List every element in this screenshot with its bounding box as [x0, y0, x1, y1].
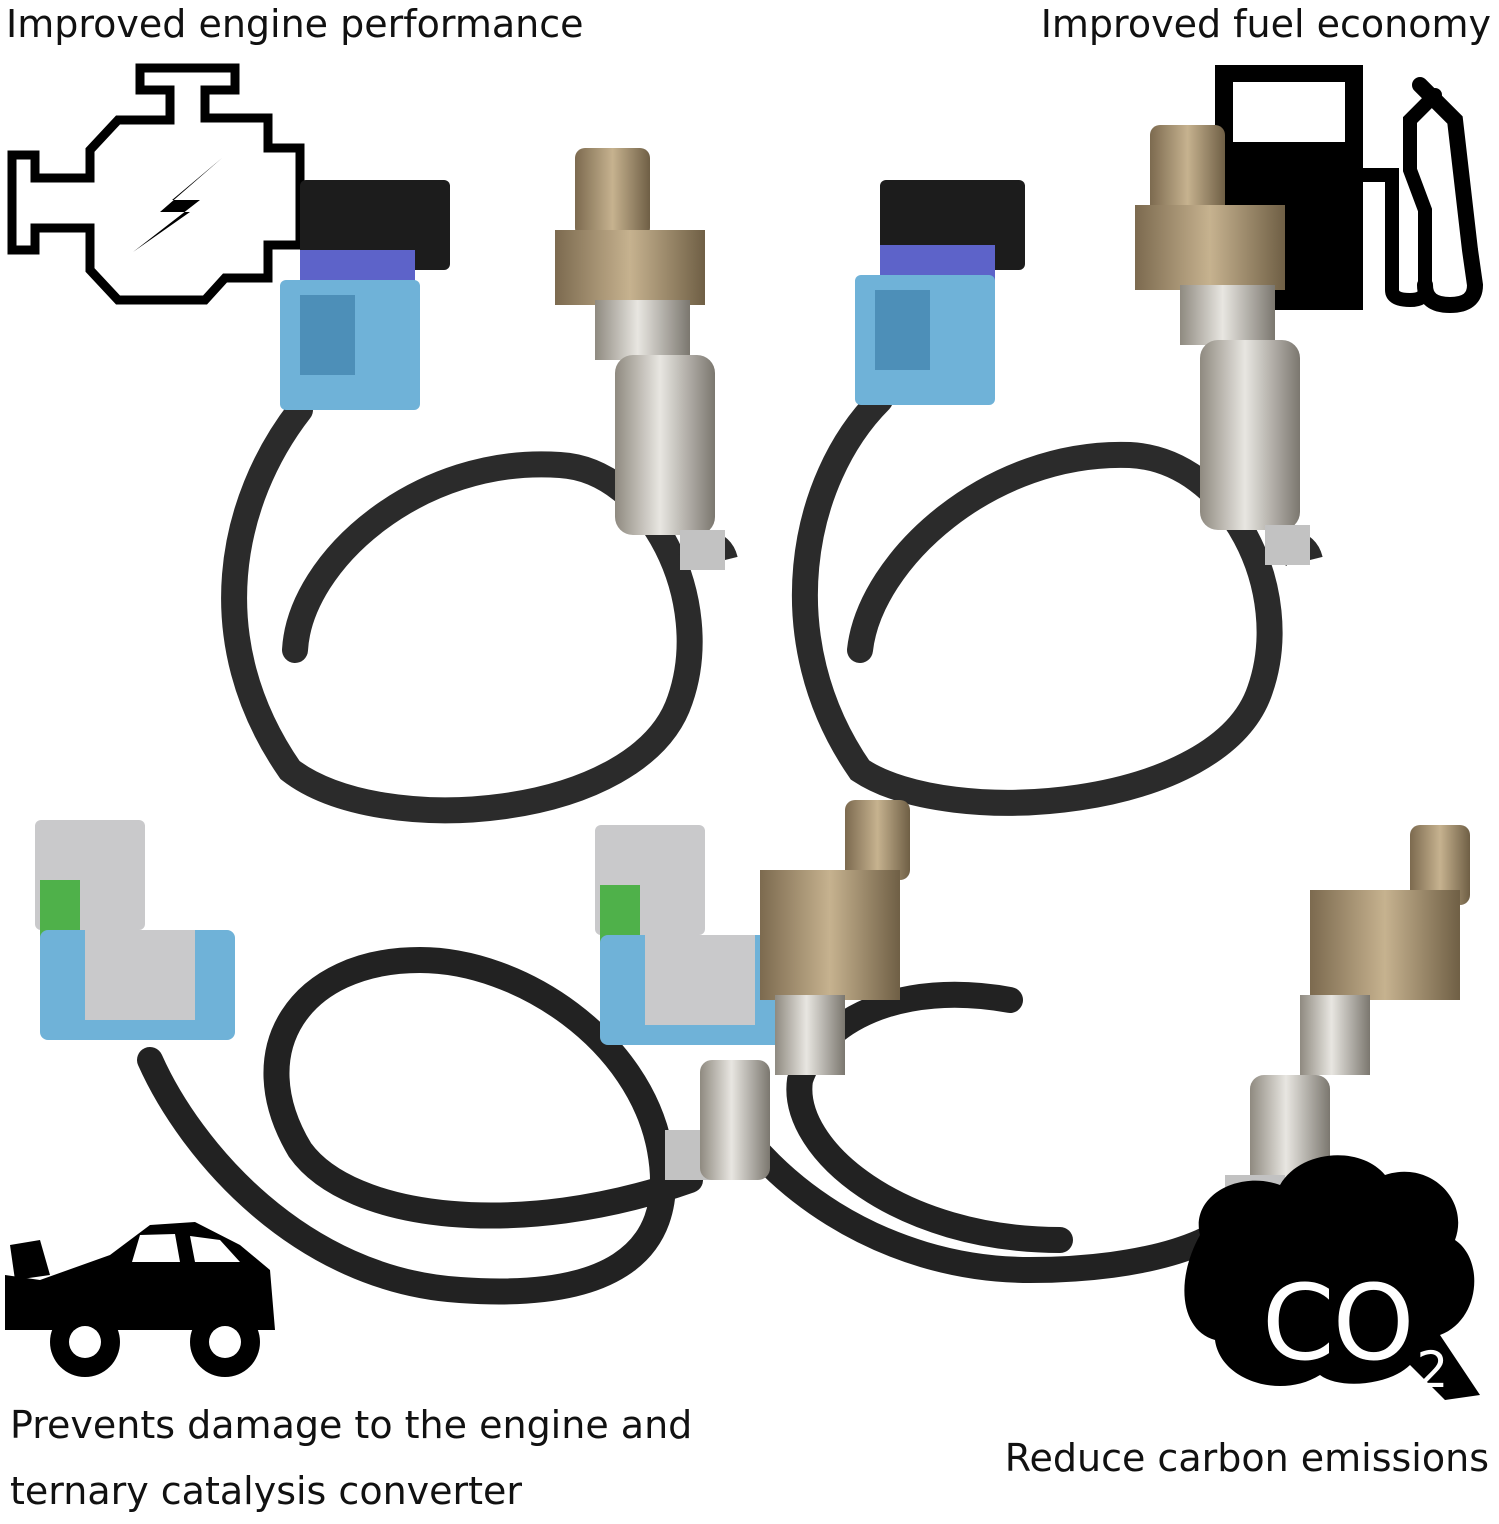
- lightning-icon: [133, 158, 222, 252]
- oxygen-sensor-4: [595, 800, 1470, 1284]
- fuel-economy-caption: Improved fuel economy: [1040, 2, 1491, 46]
- co2-cloud-icon: [1184, 1155, 1480, 1400]
- oxygen-sensor-1: [221, 148, 738, 824]
- oxygen-sensor-2: [791, 125, 1323, 816]
- co2-label: CO2: [1262, 1262, 1448, 1399]
- car-hood-open-icon: [5, 1222, 275, 1377]
- engine-performance-caption: Improved engine performance: [6, 2, 584, 46]
- engine-check-icon: [7, 63, 305, 305]
- fuel-pump-icon: [1215, 65, 1484, 314]
- carbon-emissions-caption: Reduce carbon emissions: [1004, 1436, 1489, 1480]
